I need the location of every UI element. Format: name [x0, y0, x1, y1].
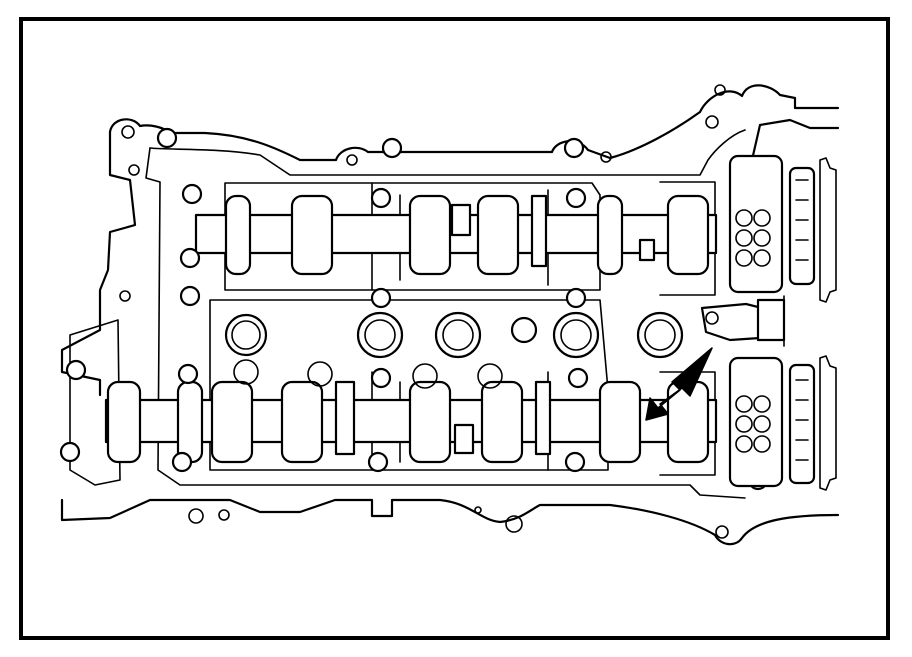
callout-arrow [645, 347, 713, 421]
spark-plug-rings [224, 311, 684, 389]
vvt-upper [728, 154, 837, 303]
small-holes [119, 84, 729, 539]
lower-camshaft [104, 380, 718, 464]
oil-control-valve [700, 295, 786, 347]
vvt-lower [728, 355, 837, 491]
upper-camshaft [194, 194, 718, 276]
figure-frame [19, 17, 890, 640]
